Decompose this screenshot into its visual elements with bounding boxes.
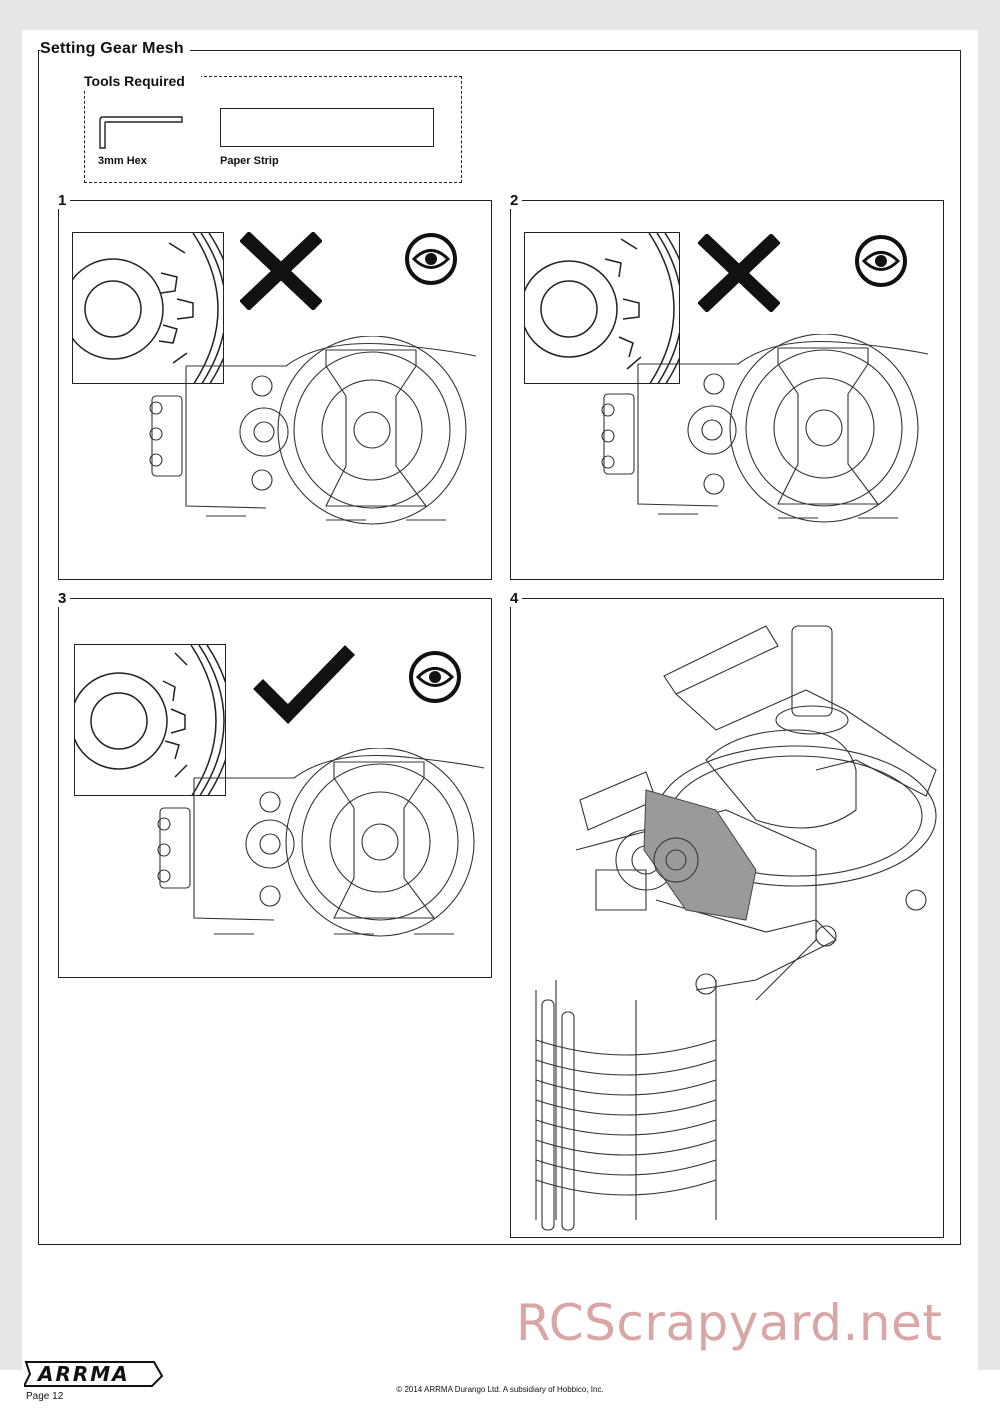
- eye-icon: [405, 233, 457, 285]
- tool-label-paper: Paper Strip: [220, 155, 279, 167]
- arrma-logo: ARRMA: [24, 1361, 164, 1387]
- hex-key-icon: [99, 116, 183, 149]
- step-2-gearbox-illustration: [601, 334, 929, 523]
- step-3-number: 3: [58, 590, 71, 607]
- step-2-gear-detail: [524, 232, 680, 384]
- section-frame: [38, 50, 961, 1245]
- step-4-motor-gear-illustration: [535, 625, 937, 1231]
- copyright-notice: © 2014 ARRMA Durango Ltd. A subsidiary o…: [396, 1385, 604, 1394]
- step-3-gear-detail: [74, 644, 226, 796]
- gear-mesh-detail-icon: [73, 233, 223, 383]
- step-4-number: 4: [510, 590, 523, 607]
- gear-mesh-detail-icon: [75, 645, 225, 795]
- tool-label-hex: 3mm Hex: [98, 155, 147, 167]
- x-mark-icon: [698, 234, 780, 312]
- x-mark-icon: [240, 232, 322, 310]
- page-number: Page 12: [26, 1391, 64, 1402]
- gear-mesh-detail-icon: [525, 233, 679, 383]
- eye-icon: [855, 235, 907, 287]
- page-right-band: [978, 0, 1000, 1370]
- step-1-number: 1: [58, 192, 71, 209]
- paper-strip-icon: [220, 108, 434, 147]
- page-left-band: [0, 0, 22, 1370]
- brand-text: ARRMA: [36, 1362, 130, 1386]
- watermark-text: RCScrapyard.net: [516, 1294, 943, 1352]
- tools-required-box: [84, 76, 462, 183]
- step-3-gearbox-illustration: [157, 748, 485, 937]
- step-1-gearbox-illustration: [149, 336, 477, 525]
- step-1-gear-detail: [72, 232, 224, 384]
- eye-icon: [409, 651, 461, 703]
- check-mark-icon: [253, 645, 356, 724]
- step-2-number: 2: [510, 192, 523, 209]
- page-top-band: [0, 0, 1000, 30]
- tools-required-title: Tools Required: [84, 73, 201, 89]
- section-title: Setting Gear Mesh: [40, 40, 190, 58]
